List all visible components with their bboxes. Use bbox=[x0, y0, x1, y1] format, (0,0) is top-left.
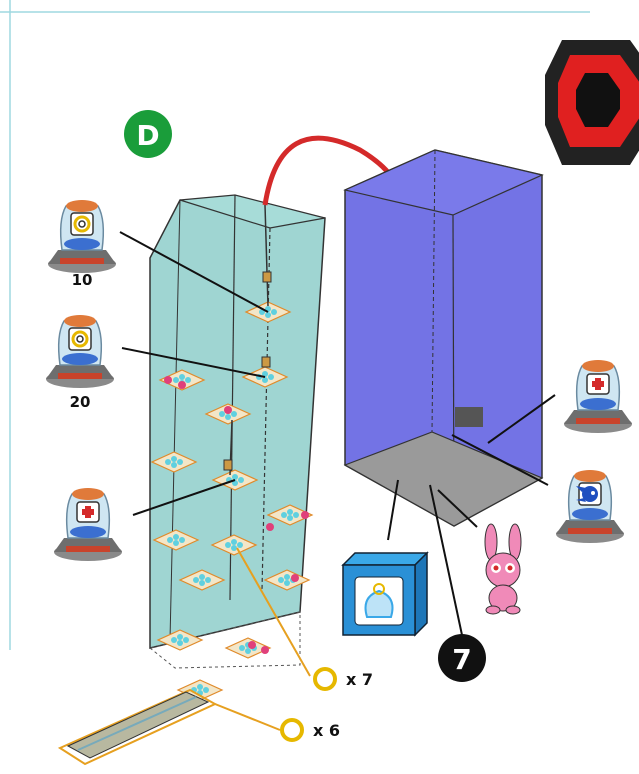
ring-icon bbox=[282, 720, 302, 740]
hexagon-switch-icon bbox=[545, 40, 639, 165]
medkit-icon bbox=[587, 374, 609, 394]
medkit-capsule-right bbox=[564, 360, 632, 433]
zone-badge-letter: D bbox=[136, 119, 159, 152]
medkit-capsule-left bbox=[54, 488, 122, 561]
ring-icon bbox=[69, 328, 91, 350]
ring-count-label: x 6 bbox=[313, 721, 340, 740]
ring-capsule-10 bbox=[48, 200, 116, 273]
conveyor-strip bbox=[68, 692, 208, 758]
number-marker: 7 bbox=[438, 634, 486, 682]
medkit-icon bbox=[77, 502, 99, 522]
ring-icon bbox=[71, 213, 93, 235]
ring-count-7: x 7 bbox=[315, 669, 373, 689]
ring-icon bbox=[315, 669, 335, 689]
ring-capsule-20 bbox=[46, 315, 114, 388]
teal-glass-tower bbox=[150, 195, 325, 668]
capsule-count-10: 10 bbox=[72, 271, 93, 289]
ring-count-6: x 6 bbox=[282, 720, 340, 740]
sonic-capsule bbox=[556, 470, 624, 543]
sonic-icon bbox=[576, 483, 601, 505]
item-box-shield bbox=[343, 553, 427, 635]
number-marker-text: 7 bbox=[452, 643, 471, 676]
bunny-enemy-icon bbox=[485, 524, 521, 614]
capsule-count-20: 20 bbox=[70, 393, 91, 411]
door-panel bbox=[455, 407, 483, 427]
zone-badge: D bbox=[124, 110, 172, 158]
blue-room bbox=[345, 150, 542, 526]
ring-count-label: x 7 bbox=[346, 670, 373, 689]
